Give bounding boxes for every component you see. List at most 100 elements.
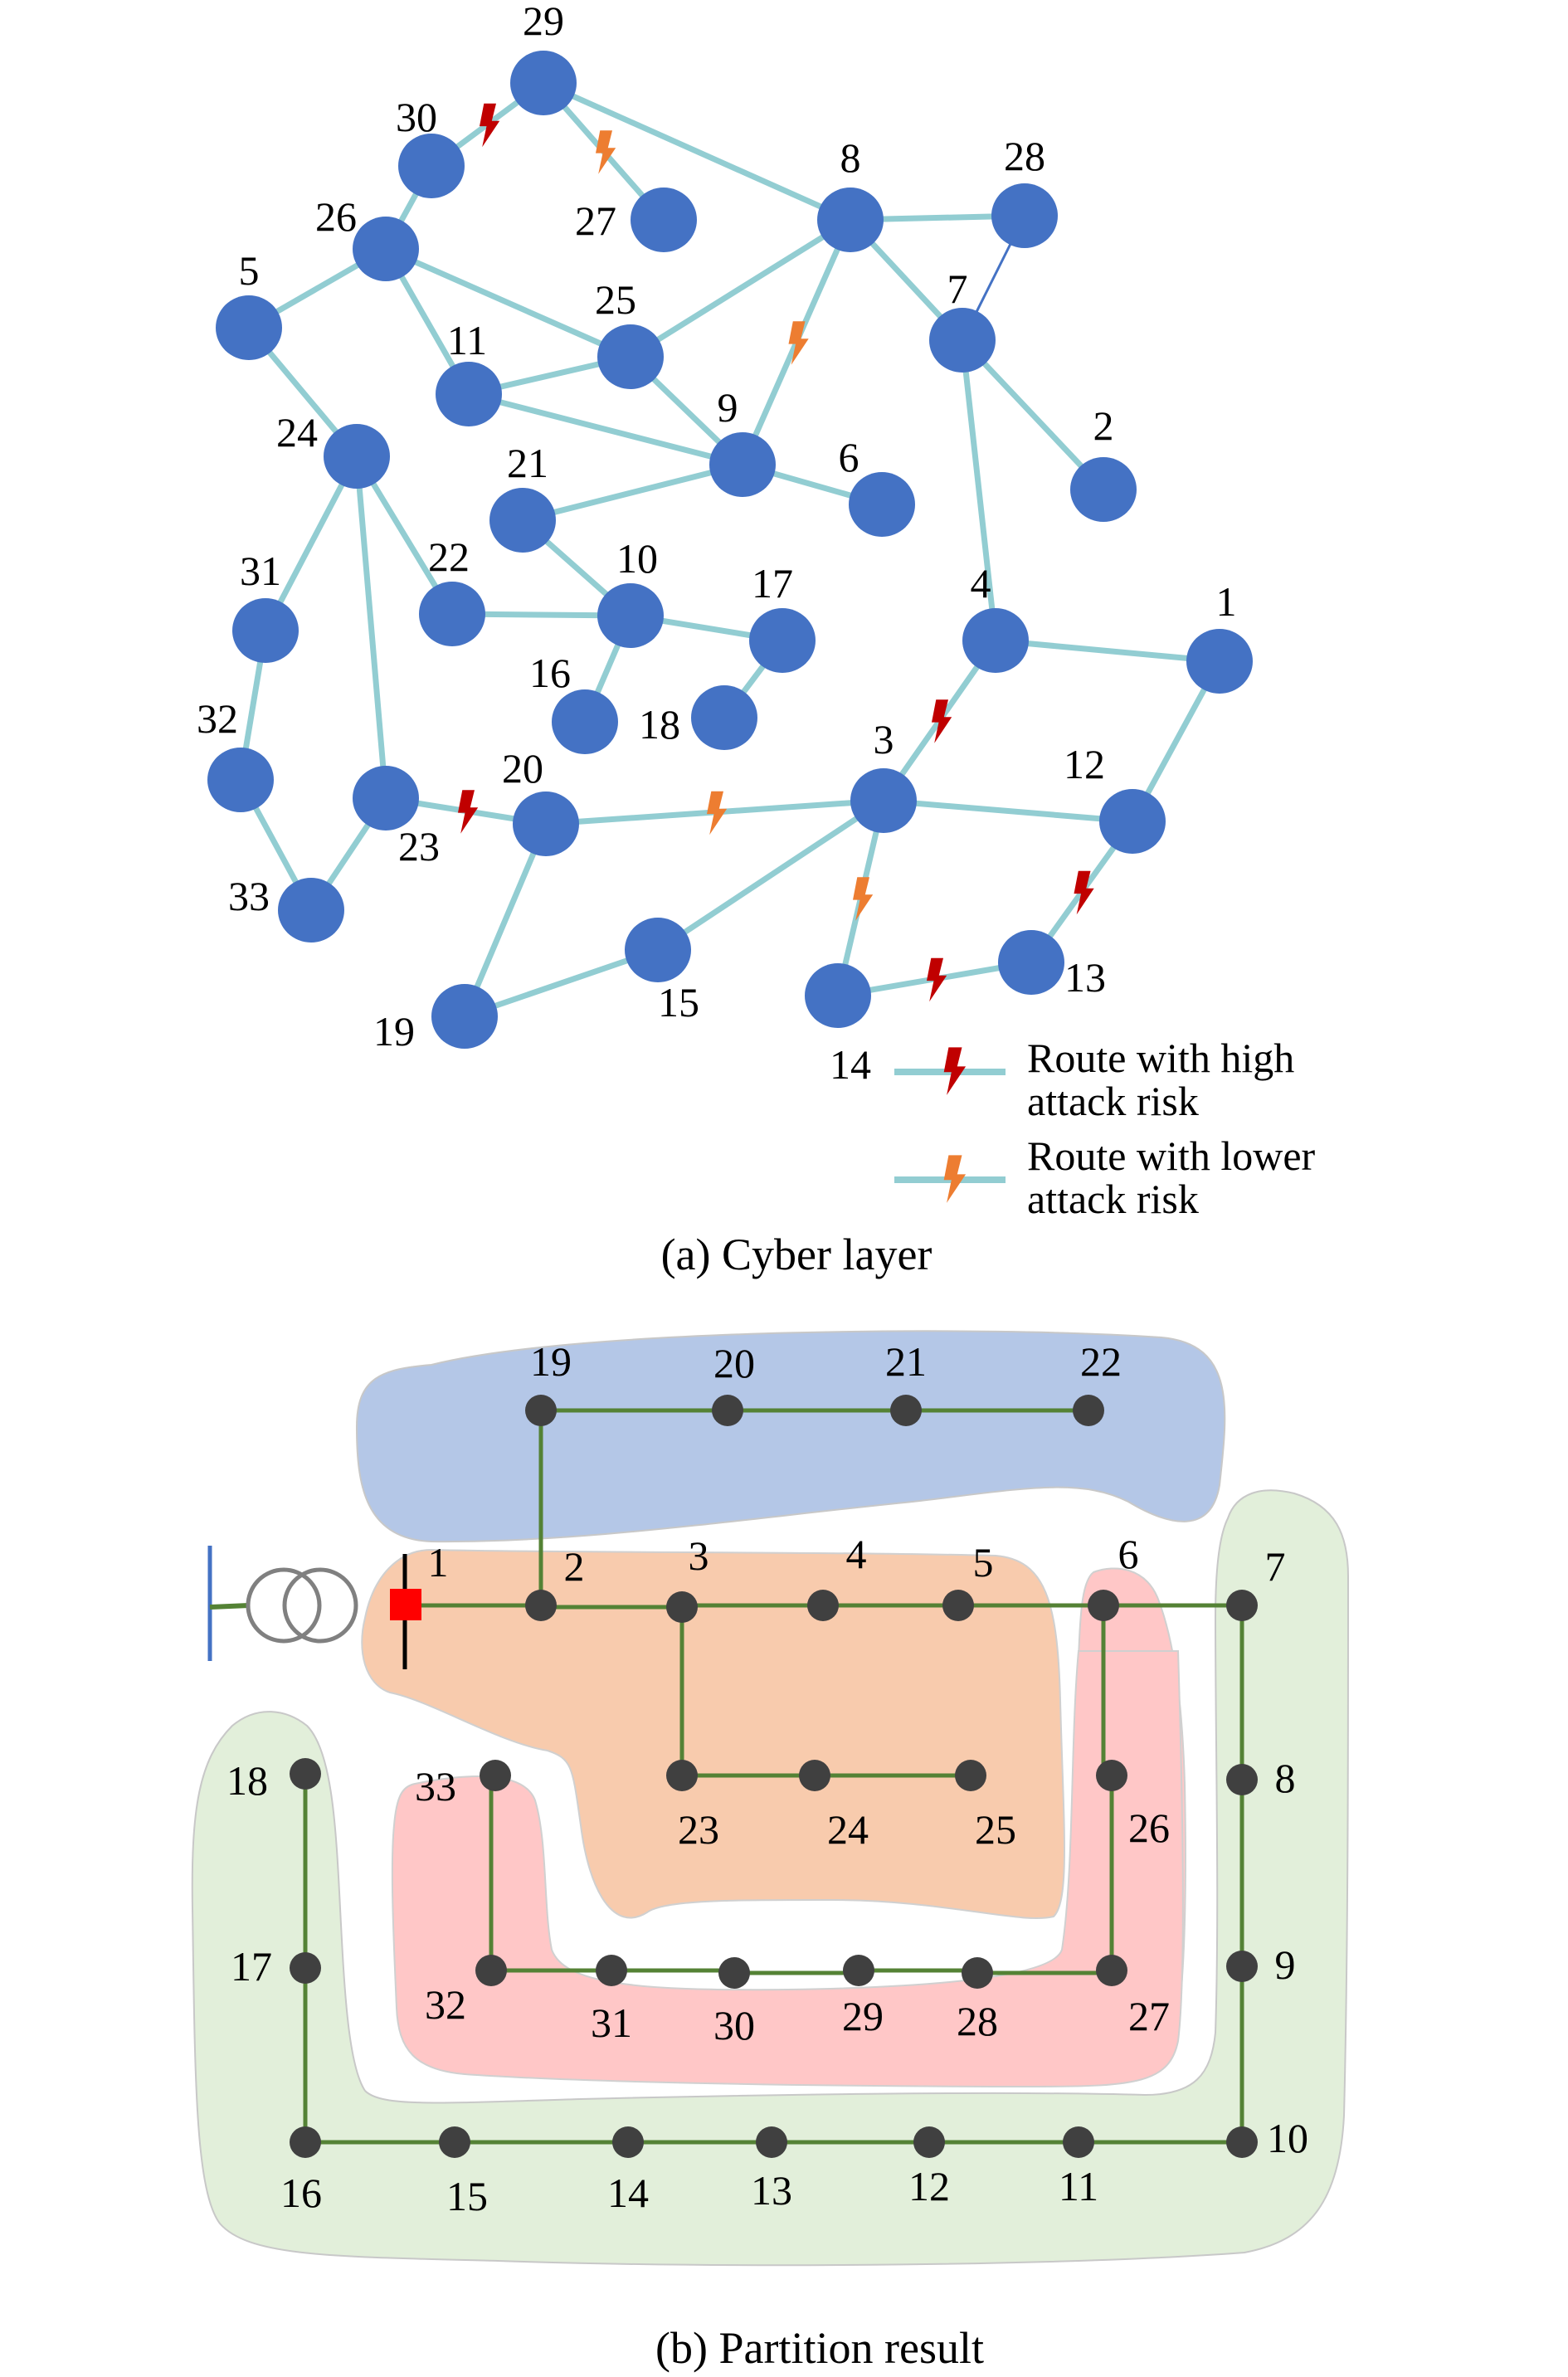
zone-green [191,1489,1350,2267]
power-bus-30 [718,1957,750,1989]
power-bus-label: 15 [446,2173,488,2219]
cyber-node-2 [1070,457,1137,522]
power-bus-23 [666,1760,698,1791]
low-risk-bolt-icon [943,1155,967,1203]
cyber-node-11 [436,362,502,426]
power-bus-3 [666,1591,698,1623]
cyber-node-23 [353,766,419,830]
cyber-nodes [207,51,1253,1049]
cyber-node-label: 27 [575,197,616,244]
power-bus-label: 7 [1265,1543,1286,1590]
power-bus-13 [756,2126,787,2158]
power-lines [303,1408,1244,2145]
power-bus-21 [890,1395,922,1426]
cyber-node-3 [850,768,917,833]
power-bus-label: 21 [885,1338,927,1385]
cyber-edge-7-2 [960,338,1106,492]
power-bus-18 [290,1758,321,1790]
cyber-node-5 [216,295,282,360]
cyber-node-label: 33 [228,873,270,919]
power-bus-19 [525,1395,557,1426]
power-bus-6 [1088,1590,1119,1621]
power-bus-24 [799,1760,830,1791]
cyber-edge-26-25 [384,246,632,360]
cyber-node-label: 6 [839,434,859,480]
cyber-node-label: 16 [529,650,571,696]
power-bus-label: 30 [713,2002,755,2048]
low-risk-bolt-icon [943,1155,967,1203]
cyber-edge-4-1 [995,637,1220,665]
cyber-node-label: 21 [507,440,548,486]
caption-partition-result: (b) Partition result [655,2323,984,2373]
cyber-node-label: 11 [447,317,487,363]
cyber-node-4 [962,608,1029,673]
cyber-node-label: 23 [398,823,440,869]
power-bus-26 [1096,1760,1127,1791]
high-risk-bolt-icon [480,103,500,148]
power-bus-label: 20 [713,1340,755,1386]
power-bus-label: 33 [415,1763,456,1810]
cyber-node-label: 4 [971,560,991,606]
source-substation [207,1546,407,1669]
power-bus-label: 26 [1128,1805,1170,1851]
cyber-node-label: 2 [1093,402,1114,449]
power-bus-16 [290,2126,321,2158]
power-bus-label: 3 [689,1532,709,1579]
cyber-node-15 [625,918,691,982]
cyber-node-14 [805,963,871,1028]
zone-blue [355,1330,1226,1543]
cyber-node-19 [431,984,498,1049]
cyber-edge-29-8 [542,80,852,223]
transformer-winding-2-icon [282,1567,358,1644]
cyber-node-label: 12 [1064,741,1105,787]
legend: Route with high attack risk Route with l… [894,1035,1316,1222]
power-bus-label: 18 [226,1757,268,1804]
power-bus-label: 22 [1080,1338,1122,1385]
cyber-node-7 [929,308,996,373]
cyber-edge-9-21 [522,461,743,524]
legend-low-line2: attack risk [1027,1176,1199,1222]
power-bus-label: 23 [678,1806,719,1853]
cyber-node-1 [1186,629,1253,694]
cyber-node-label: 31 [240,548,281,594]
low-risk-bolt-icon [853,877,874,921]
cyber-edge-24-23 [353,455,389,799]
power-bus-label: 25 [975,1806,1016,1853]
power-bus-label: 13 [751,2167,792,2214]
low-risk-bolt-icon [596,130,616,174]
cyber-node-17 [749,608,816,673]
cyber-node-label: 1 [1216,578,1237,625]
cyber-node-label: 30 [396,94,437,140]
cyber-node-20 [513,792,579,856]
low-risk-bolt-icon [707,791,728,835]
cyber-node-33 [278,878,344,943]
cyber-node-18 [691,685,757,750]
power-bus-29 [843,1955,874,1986]
legend-high-line2: attack risk [1027,1078,1199,1124]
power-line-29-30 [734,1970,861,1975]
power-bus-8 [1226,1764,1258,1795]
cyber-edge-3-12 [883,797,1133,825]
power-bus-label: 4 [846,1531,867,1577]
power-bus-4 [807,1590,839,1621]
legend-low-line1: Route with lower [1027,1132,1316,1179]
legend-item-high-risk: Route with high attack risk [894,1035,1294,1124]
cyber-node-12 [1099,789,1166,854]
power-bus-label: 8 [1275,1755,1296,1801]
legend-high-line1: Route with high [1027,1035,1294,1081]
cyber-node-16 [552,689,618,754]
power-bus-11 [1063,2126,1094,2158]
power-bus-17 [290,1952,321,1984]
source-feeder-line [209,1603,250,1610]
cyber-node-label: 26 [315,193,357,240]
high-risk-bolt-icon [943,1047,967,1095]
power-bus-14 [612,2126,644,2158]
cyber-node-label: 17 [752,560,793,606]
cyber-node-label: 19 [373,1008,415,1055]
power-bus-label: 28 [957,1998,998,2044]
power-bus-label: 5 [973,1539,994,1585]
cyber-node-28 [991,183,1058,248]
